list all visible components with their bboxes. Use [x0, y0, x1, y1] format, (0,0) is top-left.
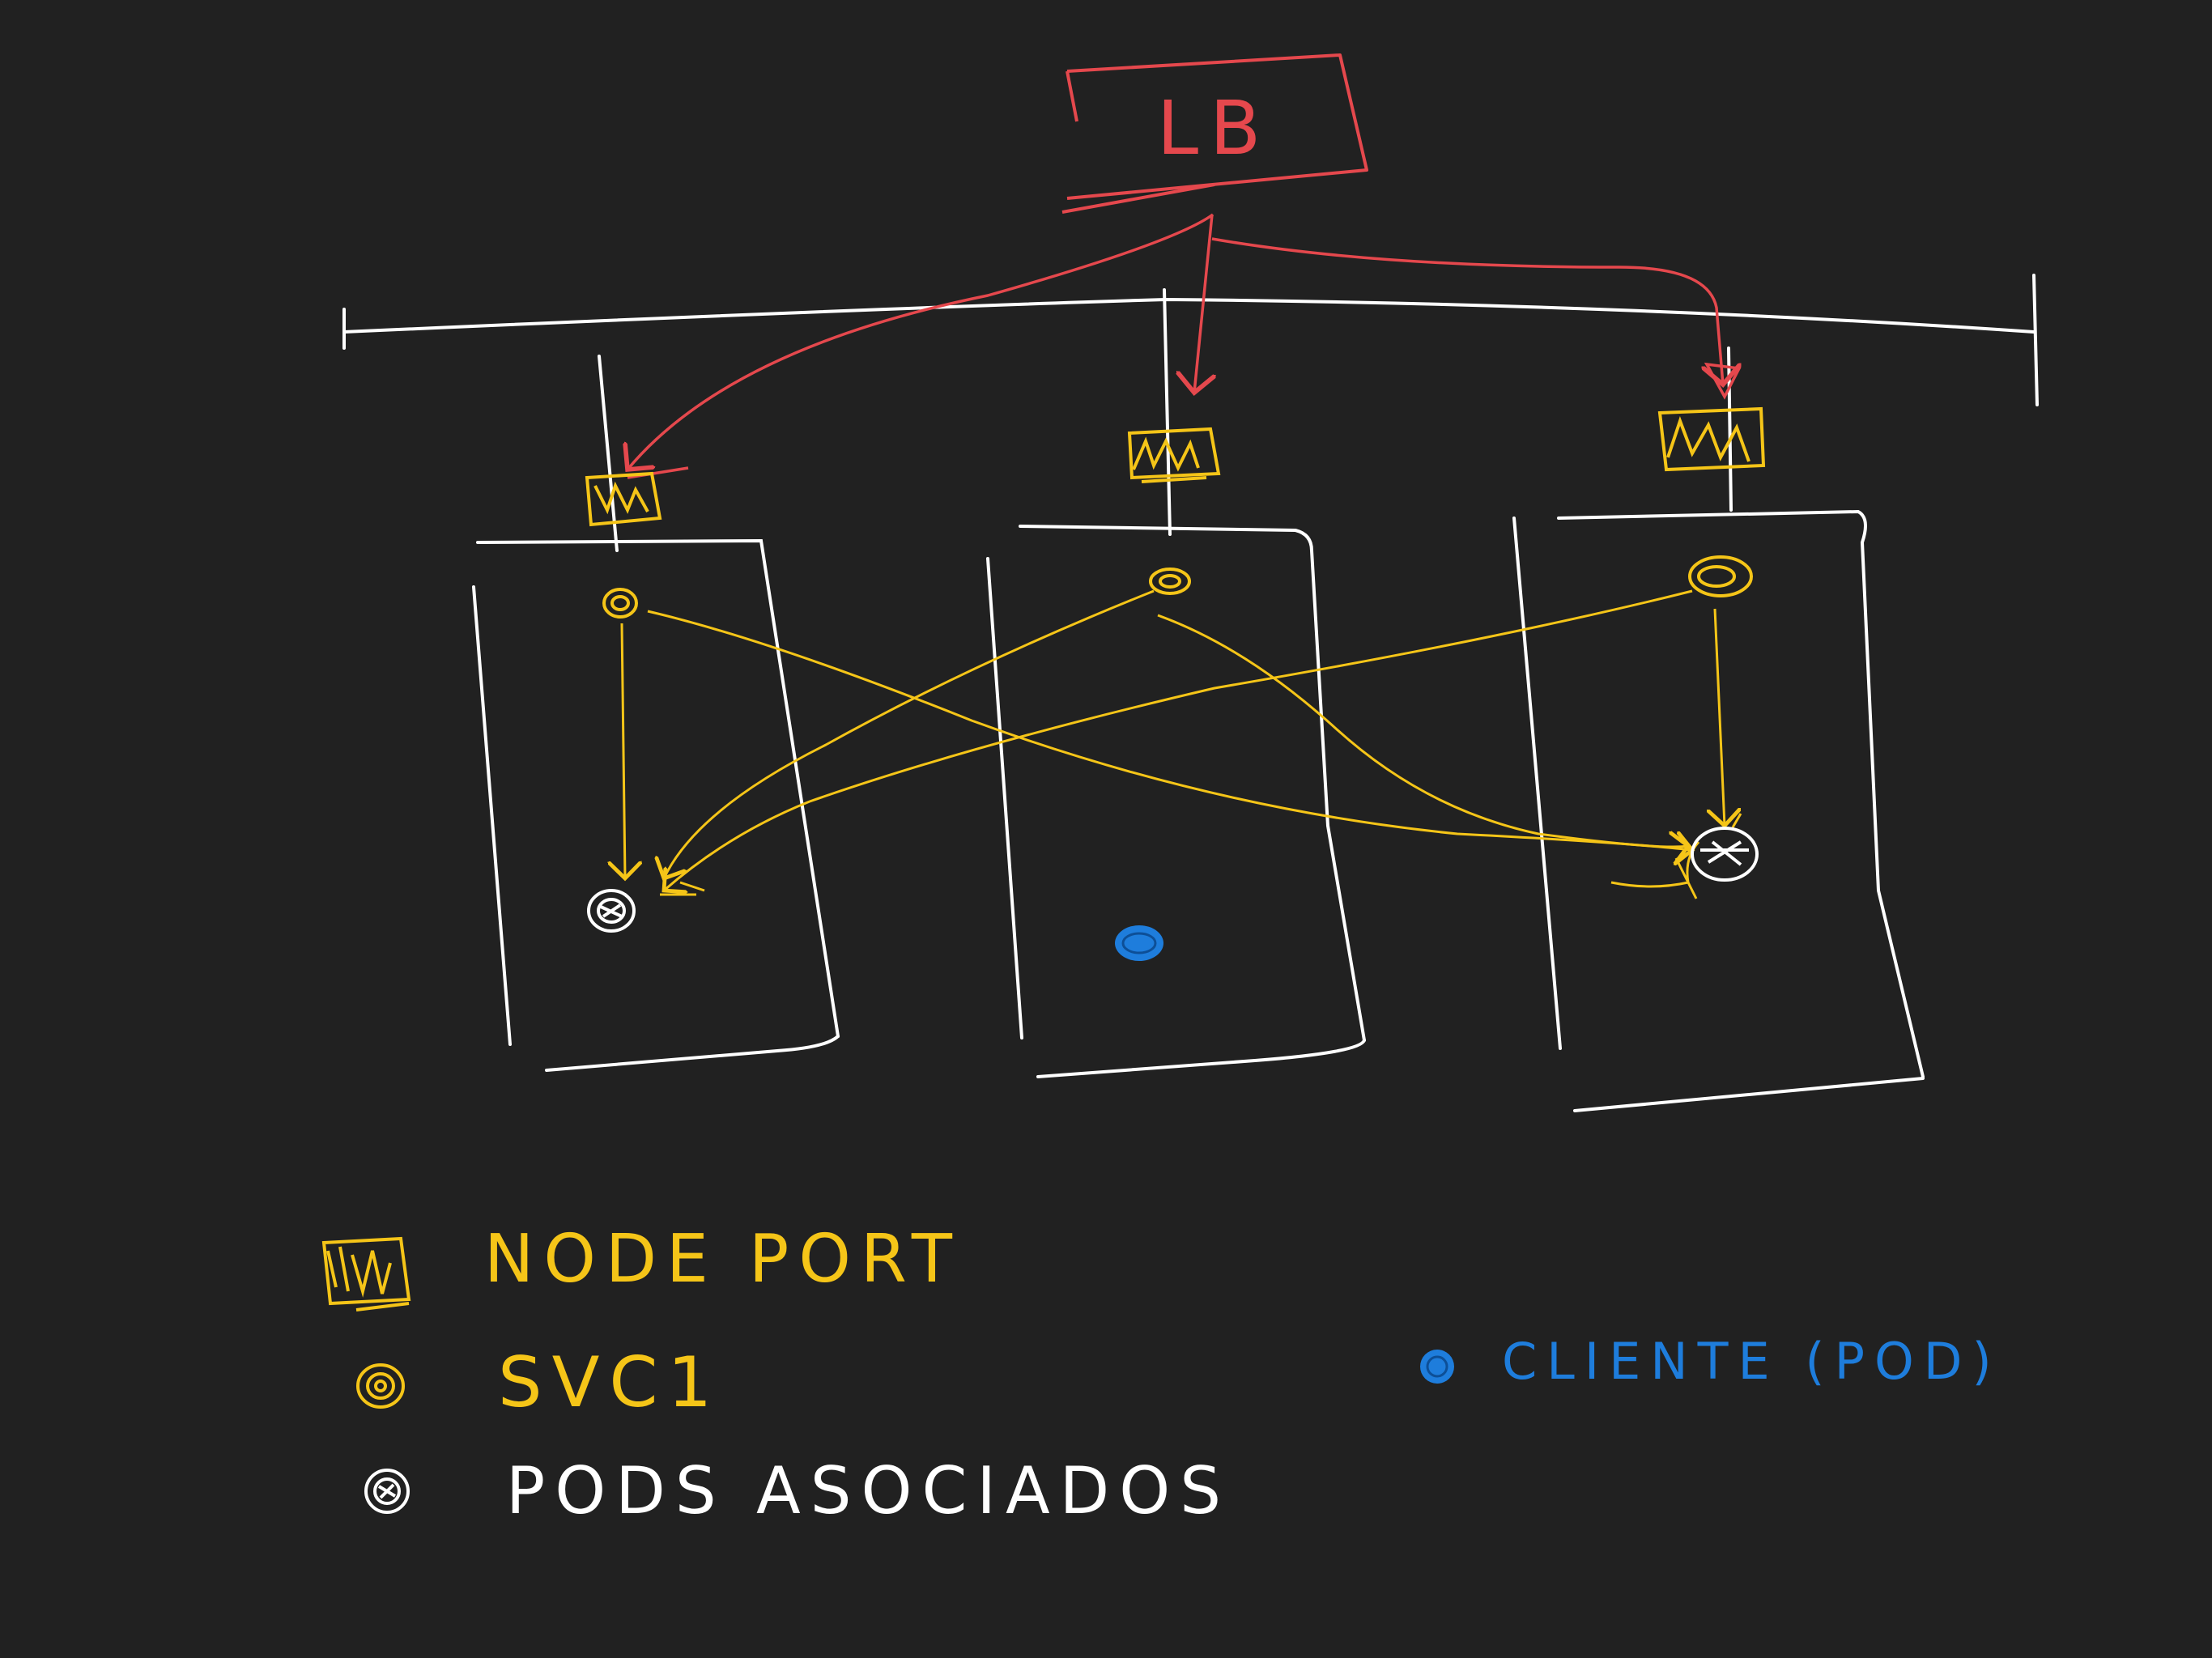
network-bus — [342, 274, 2039, 552]
pod-icon — [364, 1469, 410, 1514]
client-icon — [1420, 1350, 1454, 1384]
nodeport-1 — [585, 471, 662, 527]
client-pod — [1115, 925, 1163, 961]
svc-routing-arrows — [622, 589, 1741, 899]
node-2 — [986, 525, 1366, 1078]
legend-pods-label: PODS ASOCIADOS — [506, 1453, 1231, 1528]
legend-nodeport-label: NODE PORT — [484, 1221, 962, 1298]
load-balancer: LB — [1061, 53, 1368, 214]
nodeport-icon — [321, 1236, 411, 1312]
nodeport-3 — [1657, 406, 1766, 472]
svc-endpoints — [602, 555, 1753, 619]
svc-icon — [356, 1363, 405, 1409]
legend-client-label: CLIENTE (POD) — [1502, 1332, 2001, 1391]
pod-node3 — [1691, 827, 1759, 882]
pod-node1 — [587, 889, 636, 933]
legend-svc-label: SVC1 — [498, 1342, 722, 1423]
node-1 — [472, 538, 840, 1072]
lb-label: LB — [1157, 85, 1272, 172]
lb-traffic-arrows — [627, 213, 1739, 479]
nodeport-2 — [1127, 427, 1221, 483]
node-3 — [1512, 509, 1925, 1112]
